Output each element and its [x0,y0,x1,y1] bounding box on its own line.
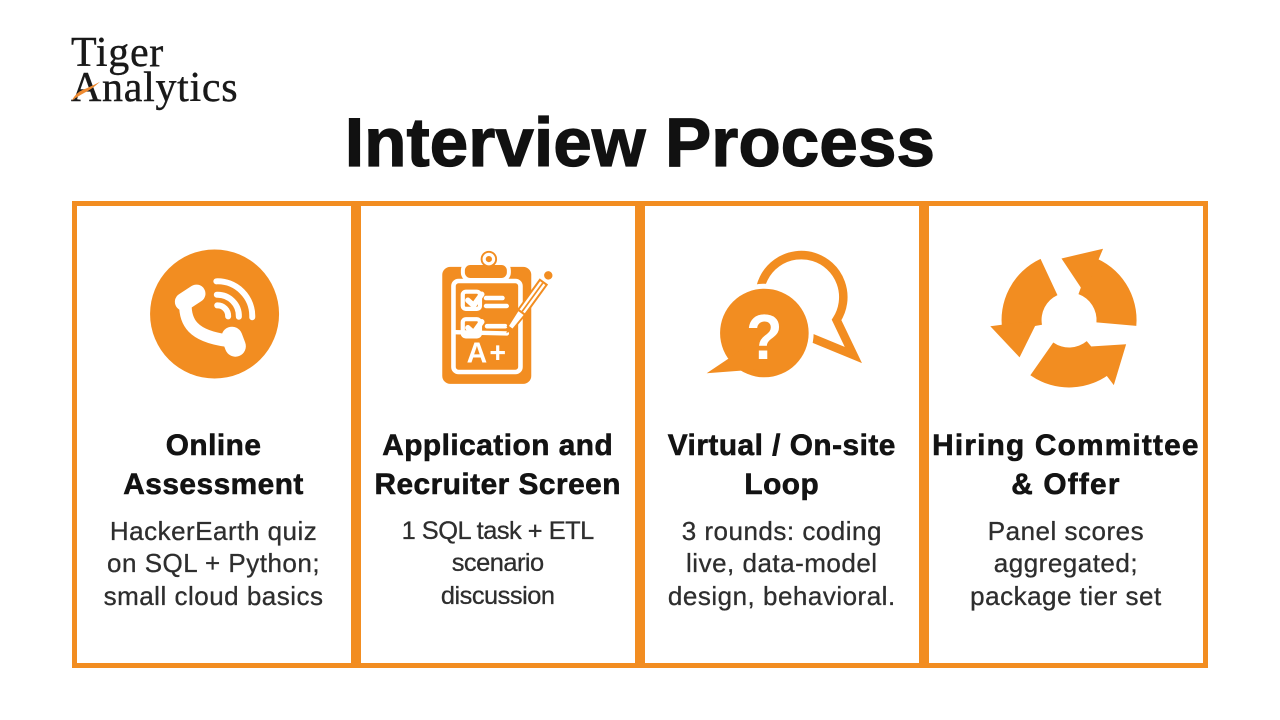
svg-text:A+: A+ [466,338,508,370]
svg-text:?: ? [746,302,782,373]
